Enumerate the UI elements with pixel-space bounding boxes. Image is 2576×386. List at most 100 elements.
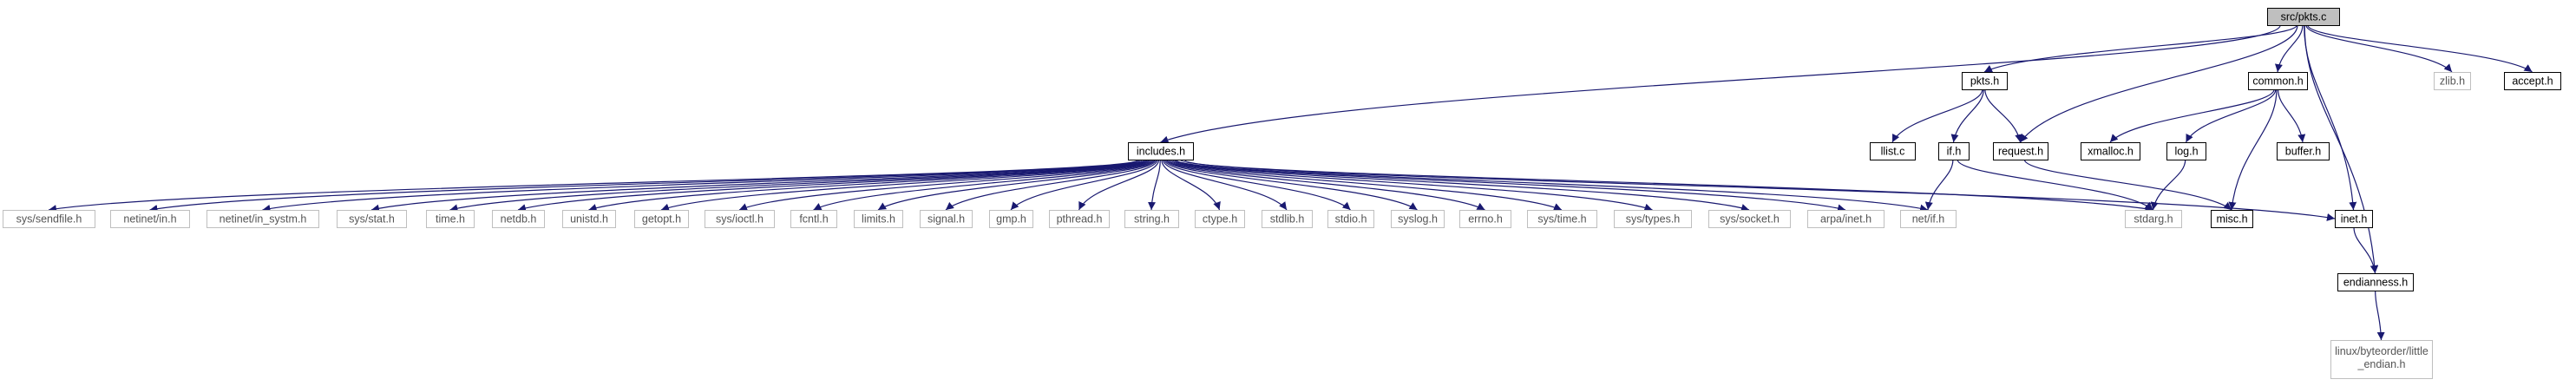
edge-includes-h-to-sys-time-h — [1168, 159, 1563, 211]
node-label: signal.h — [927, 213, 965, 226]
node-gmp-h: gmp.h — [989, 210, 1033, 228]
edge-includes-h-to-sys-stat-h — [370, 159, 1145, 213]
node-label: ctype.h — [1203, 213, 1237, 226]
edge-if-h-to-net-if-h — [1924, 159, 1954, 211]
edge-request-h-to-misc-h — [2023, 159, 2232, 211]
node-label: request.h — [1998, 146, 2043, 158]
node-box — [1195, 210, 1245, 228]
edge-log-h-to-stdarg-h — [2150, 159, 2186, 211]
node-label: net/if.h — [1912, 213, 1945, 226]
node-label: sys/time.h — [1537, 213, 1586, 226]
edge-common-h-to-buffer-h — [2277, 88, 2306, 143]
edge-if-h-to-stdarg-h — [1957, 159, 2153, 211]
node-label: pkts.h — [1970, 75, 1999, 88]
edge-includes-h-to-unistd-h — [588, 159, 1150, 212]
edge-pkts-c-to-pkts-h — [1983, 24, 2297, 73]
node-label: if.h — [1947, 146, 1962, 158]
node-box — [1391, 210, 1445, 228]
node-box — [1124, 210, 1179, 228]
edge-pkts-h-to-llist-c — [1891, 88, 1983, 143]
edge-includes-h-to-ctype-h — [1161, 159, 1221, 211]
node-buffer-h[interactable]: buffer.h — [2277, 142, 2330, 160]
node-box — [1993, 142, 2048, 160]
node-box — [1870, 142, 1916, 160]
node-llist-c[interactable]: llist.c — [1870, 142, 1916, 160]
edge-includes-h-to-errno-h — [1166, 159, 1485, 211]
node-if-h[interactable]: if.h — [1938, 142, 1970, 160]
node-box — [1327, 210, 1374, 228]
edge-includes-h-to-gmp-h — [1010, 159, 1158, 211]
node-time-h: time.h — [426, 210, 475, 228]
node-misc-h[interactable]: misc.h — [2211, 210, 2253, 228]
node-label: gmp.h — [996, 213, 1026, 226]
node-label: stdarg.h — [2134, 213, 2173, 226]
node-label: sys/ioctl.h — [716, 213, 764, 226]
node-box — [2166, 142, 2206, 160]
node-netinet-in-systm-h: netinet/in_systm.h — [206, 210, 319, 228]
node-limits-h: limits.h — [854, 210, 903, 228]
node-box — [337, 210, 407, 228]
edge-pkts-c-to-accept-h — [2307, 24, 2533, 73]
node-label: src/pkts.c — [2281, 11, 2327, 23]
node-pkts-h[interactable]: pkts.h — [1962, 72, 2008, 90]
node-includes-h[interactable]: includes.h — [1128, 142, 1194, 160]
node-box — [492, 210, 545, 228]
node-sys-socket-h: sys/socket.h — [1708, 210, 1791, 228]
node-netdb-h: netdb.h — [492, 210, 545, 228]
node-box — [854, 210, 903, 228]
edge-includes-h-to-signal-h — [945, 159, 1157, 211]
node-label: netdb.h — [501, 213, 537, 226]
node-label: netinet/in.h — [123, 213, 176, 226]
node-label: syslog.h — [1398, 213, 1438, 226]
node-label: sys/sendfile.h — [16, 213, 82, 226]
node-string-h: string.h — [1124, 210, 1179, 228]
edge-includes-h-to-netdb-h — [517, 159, 1149, 213]
node-label: linux/byteorder/little_endian.h — [2335, 345, 2429, 370]
node-endianness-h[interactable]: endianness.h — [2337, 273, 2414, 291]
edge-includes-h-to-net-if-h — [1175, 159, 1929, 213]
node-log-h[interactable]: log.h — [2166, 142, 2206, 160]
edge-pkts-c-to-common-h — [2274, 24, 2304, 73]
node-box — [2081, 142, 2140, 160]
node-box — [2337, 273, 2414, 291]
node-label: time.h — [436, 213, 465, 226]
node-box — [705, 210, 775, 228]
node-label: includes.h — [1137, 146, 1185, 158]
edge-includes-h-to-string-h — [1147, 159, 1161, 211]
node-inet-h[interactable]: inet.h — [2335, 210, 2373, 228]
node-request-h[interactable]: request.h — [1993, 142, 2048, 160]
node-xmalloc-h[interactable]: xmalloc.h — [2081, 142, 2140, 160]
node-label: zlib.h — [2440, 75, 2465, 88]
node-box — [790, 210, 837, 228]
edge-includes-h-to-stdio-h — [1163, 159, 1351, 211]
edge-includes-h-to-sys-sendfile-h — [48, 159, 1139, 213]
edge-pkts-c-to-endianness-h — [2304, 24, 2379, 274]
node-box — [1807, 210, 1884, 228]
node-box — [2248, 72, 2308, 90]
node-label: common.h — [2252, 75, 2303, 88]
node-label: pthread.h — [1057, 213, 1103, 226]
node-fcntl-h: fcntl.h — [790, 210, 837, 228]
node-label: getopt.h — [642, 213, 681, 226]
node-pkts-c[interactable]: src/pkts.c — [2267, 8, 2340, 26]
node-box — [1459, 210, 1511, 228]
edge-pkts-c-to-inet-h — [2304, 24, 2357, 211]
node-box — [1527, 210, 1597, 228]
edge-includes-h-to-sys-socket-h — [1171, 159, 1750, 212]
edge-includes-h-to-getopt-h — [660, 159, 1151, 212]
node-box — [1708, 210, 1791, 228]
node-pthread-h: pthread.h — [1049, 210, 1110, 228]
node-accept-h[interactable]: accept.h — [2504, 72, 2561, 90]
node-label: netinet/in_systm.h — [220, 213, 307, 226]
node-linux-byteorder-h: linux/byteorder/little_endian.h — [2330, 340, 2433, 379]
node-label: string.h — [1134, 213, 1170, 226]
edge-inet-h-to-endianness-h — [2353, 226, 2378, 274]
node-box — [920, 210, 973, 228]
node-common-h[interactable]: common.h — [2248, 72, 2308, 90]
edge-common-h-to-misc-h — [2228, 88, 2278, 211]
node-box — [1938, 142, 1970, 160]
node-box — [2267, 8, 2340, 26]
edge-pkts-c-to-includes-h — [1160, 24, 2281, 144]
node-box — [1962, 72, 2008, 90]
